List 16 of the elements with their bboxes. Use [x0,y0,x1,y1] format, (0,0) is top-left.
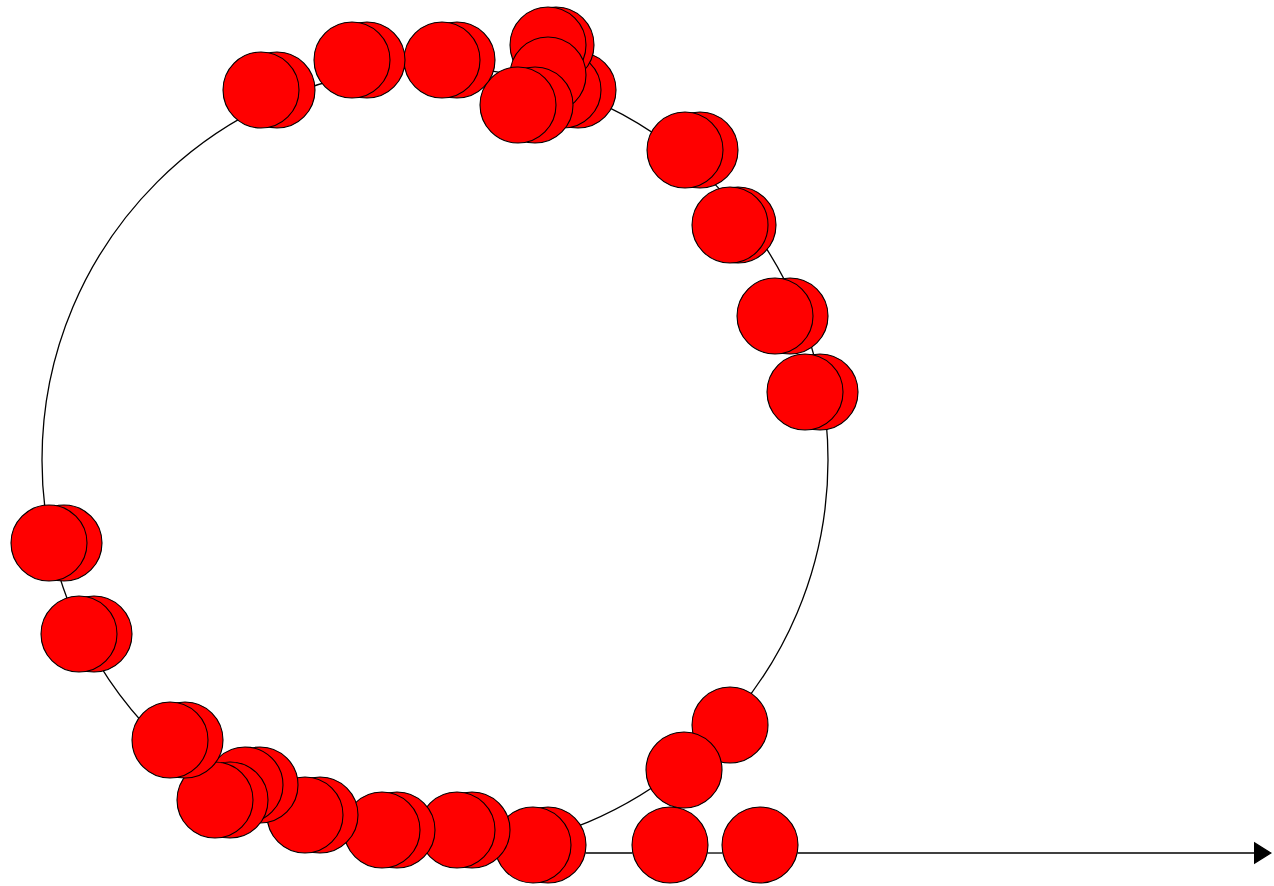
dot [313,21,391,99]
dot [222,51,300,129]
dot [10,504,88,582]
dot [766,353,844,431]
dot [176,761,254,839]
dot [721,806,799,884]
dot [691,686,769,764]
dot [343,791,421,869]
dot [40,595,118,673]
dot [479,66,557,144]
dot [736,277,814,355]
dot [645,731,723,809]
dot [646,111,724,189]
dot [131,701,209,779]
dot [403,21,481,99]
dot [631,806,709,884]
